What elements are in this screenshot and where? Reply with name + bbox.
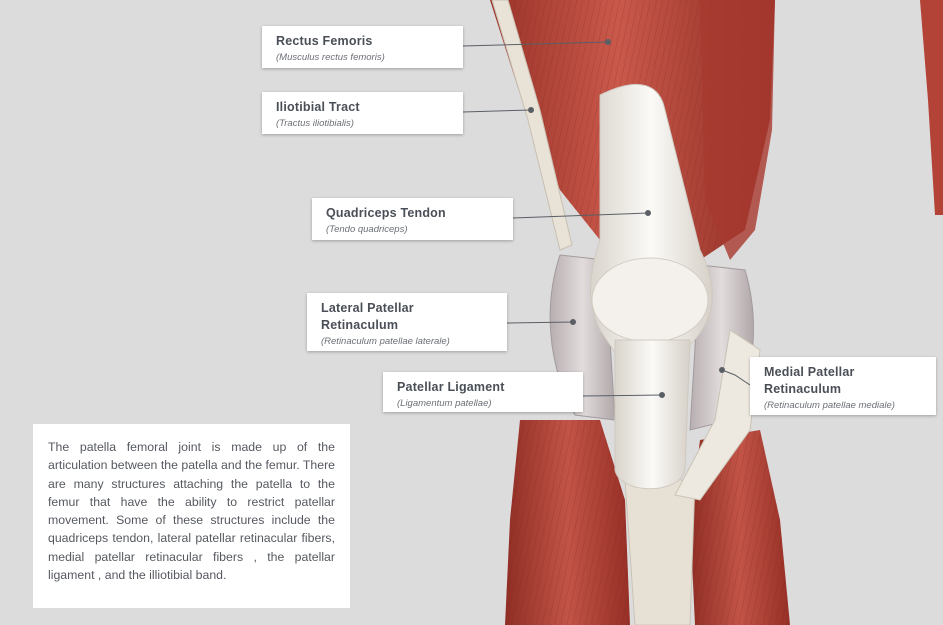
label-title: Iliotibial Tract <box>276 100 360 114</box>
label-quadriceps-tendon[interactable]: Quadriceps Tendon (Tendo quadriceps) <box>312 198 513 240</box>
label-latin-name: (Retinaculum patellae mediale) <box>764 400 895 411</box>
label-latin-name: (Tractus iliotibialis) <box>276 118 354 129</box>
label-latin-name: (Retinaculum patellae laterale) <box>321 336 450 347</box>
label-latin-name: (Tendo quadriceps) <box>326 224 408 235</box>
label-title: Rectus Femoris <box>276 34 373 48</box>
info-text: The patella femoral joint is made up of … <box>48 440 335 583</box>
label-rectus-femoris[interactable]: Rectus Femoris (Musculus rectus femoris) <box>262 26 463 68</box>
pin-dots <box>528 39 725 398</box>
label-title: Lateral Patellar Retinaculum <box>321 301 414 332</box>
iliotibial-tract-shape <box>491 0 573 251</box>
patellar-ligament-shape <box>614 339 691 490</box>
label-title: Medial Patellar Retinaculum <box>764 365 855 396</box>
label-lateral-patellar-retinaculum[interactable]: Lateral Patellar Retinaculum (Retinaculu… <box>307 293 507 351</box>
patella-shape <box>591 257 709 343</box>
label-title: Patellar Ligament <box>397 380 505 394</box>
label-medial-patellar-retinaculum[interactable]: Medial Patellar Retinaculum (Retinaculum… <box>750 357 936 415</box>
leader-lines <box>462 41 751 397</box>
label-latin-name: (Musculus rectus femoris) <box>276 52 385 63</box>
label-latin-name: (Ligamentum patellae) <box>397 398 492 409</box>
label-title: Quadriceps Tendon <box>326 206 446 220</box>
label-patellar-ligament[interactable]: Patellar Ligament (Ligamentum patellae) <box>383 372 583 412</box>
info-text-box: The patella femoral joint is made up of … <box>33 424 350 608</box>
medial-band-shape <box>674 329 761 501</box>
label-iliotibial-tract[interactable]: Iliotibial Tract (Tractus iliotibialis) <box>262 92 463 134</box>
tibia-shape <box>624 479 696 625</box>
